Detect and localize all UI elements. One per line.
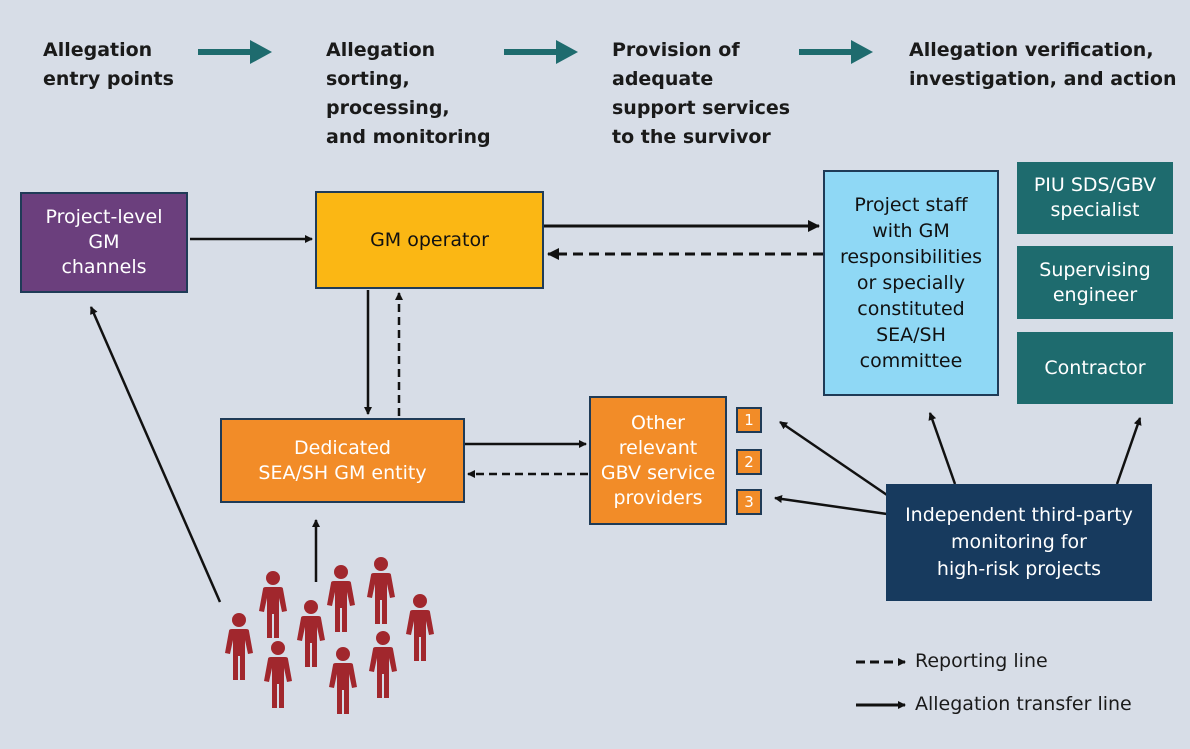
person-icon <box>327 565 355 632</box>
third-party-monitoring-box: Independent third-party monitoring for h… <box>886 484 1152 601</box>
gbv-providers-box: Other relevant GBV service providers <box>589 396 727 525</box>
gm-operator-box: GM operator <box>315 191 544 289</box>
person-icon <box>367 557 395 624</box>
person-icon <box>297 600 325 667</box>
stage-arrow-icon <box>198 40 272 64</box>
stage-verification: Allegation verification, investigation, … <box>909 39 1177 90</box>
legend-reporting-label: Reporting line <box>915 650 1048 672</box>
arrow-thirdparty-to-contractor <box>1115 417 1142 485</box>
stage-arrow-icon <box>799 40 873 64</box>
gm-channels-box: Project-level GM channels <box>20 192 188 293</box>
project-staff-box: Project staff with GM responsibilities o… <box>823 170 999 396</box>
person-icon <box>329 647 357 714</box>
stage-support-services: Provision of adequate support services t… <box>612 39 791 148</box>
contractor-box: Contractor <box>1017 332 1173 404</box>
person-icon <box>264 641 292 708</box>
legend-transfer-label: Allegation transfer line <box>915 693 1132 715</box>
person-icon <box>225 613 253 680</box>
sea-sh-entity-box: Dedicated SEA/SH GM entity <box>220 418 465 503</box>
provider-number-1: 1 <box>736 407 762 433</box>
arrow-people-to-channels <box>89 306 222 603</box>
piu-specialist-box: PIU SDS/GBV specialist <box>1017 162 1173 234</box>
person-icon <box>259 571 287 638</box>
arrow-thirdparty-to-provider-3 <box>774 495 888 516</box>
person-icon <box>369 631 397 698</box>
stage-sorting: Allegation sorting, processing, and moni… <box>326 39 491 148</box>
provider-number-3: 3 <box>736 489 762 515</box>
people-group <box>225 557 434 714</box>
supervising-engineer-box: Supervising engineer <box>1017 246 1173 319</box>
person-icon <box>406 594 434 661</box>
provider-number-2: 2 <box>736 449 762 475</box>
arrow-thirdparty-to-staff <box>928 412 957 485</box>
stage-arrow-icon <box>504 40 578 64</box>
stage-entry-points: Allegation entry points <box>43 39 174 90</box>
arrow-thirdparty-to-provider-1 <box>779 420 888 497</box>
